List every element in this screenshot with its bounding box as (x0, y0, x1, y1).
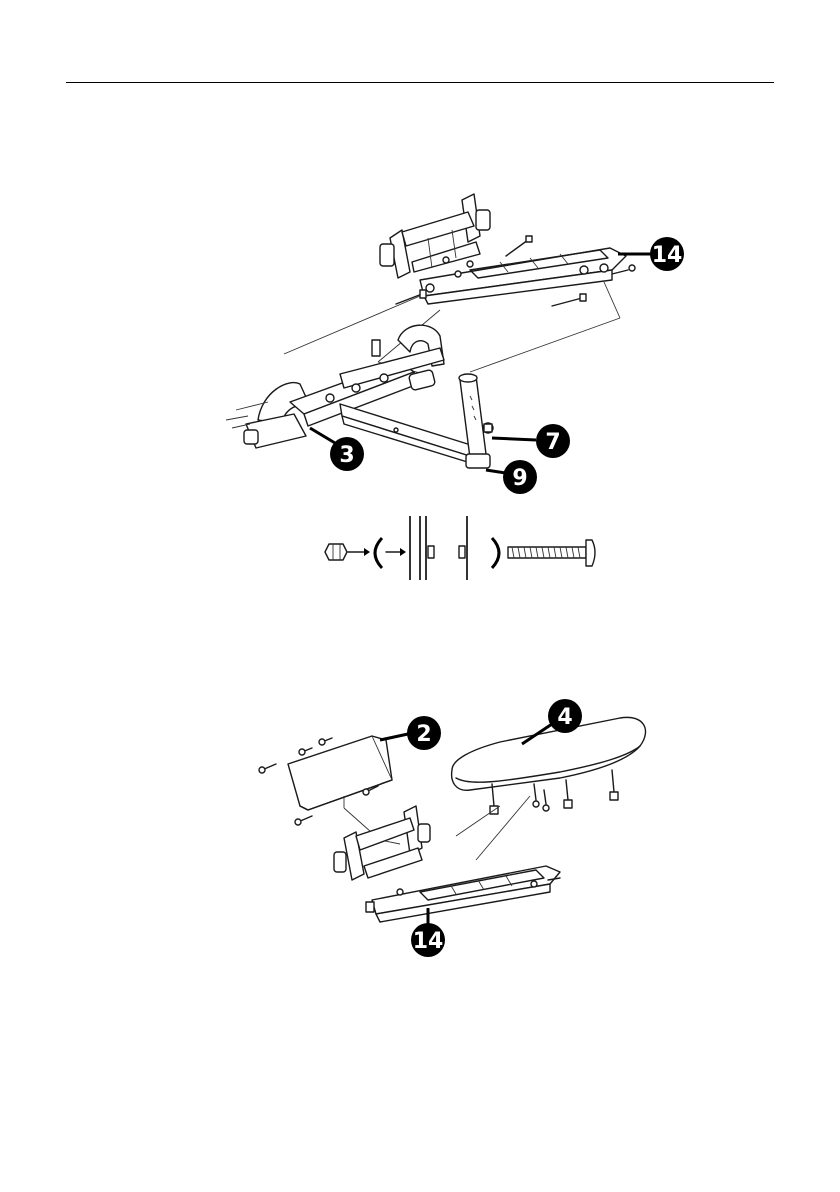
back-pad-part-2 (288, 736, 392, 810)
svg-text:14: 14 (413, 929, 444, 954)
rail-part-14-step2 (366, 866, 560, 922)
hardware-sequence (325, 516, 595, 580)
callout-14: 14 (650, 237, 684, 271)
step2-diagram: 2 4 14 (259, 699, 646, 957)
nut-icon (325, 544, 347, 560)
step1-diagram: 14 7 3 9 (226, 194, 684, 494)
frame-plates-icon (410, 516, 467, 580)
curved-washer-icon (492, 538, 499, 568)
callout-2: 2 (407, 716, 441, 750)
callout-4: 4 (548, 699, 582, 733)
step2-guide-lines (344, 796, 530, 860)
svg-text:4: 4 (557, 705, 572, 730)
seat-pad-part-4 (452, 717, 646, 790)
carriage-bolt-icon (508, 540, 595, 566)
svg-text:3: 3 (339, 443, 354, 468)
arrow-icon (348, 548, 370, 556)
svg-text:14: 14 (652, 243, 683, 268)
curved-washer-icon (375, 538, 382, 568)
seat-bracket-frame-step2 (334, 806, 430, 880)
end-cap-part-9 (466, 454, 490, 468)
svg-text:2: 2 (416, 722, 431, 747)
callout-14-step2: 14 (411, 923, 445, 957)
callout-3: 3 (330, 437, 364, 471)
arrow-icon (386, 548, 406, 556)
seat-bracket-frame (380, 194, 490, 278)
callout-7: 7 (536, 424, 570, 458)
callout-9: 9 (503, 460, 537, 494)
svg-text:7: 7 (545, 430, 560, 455)
svg-text:9: 9 (512, 466, 527, 491)
